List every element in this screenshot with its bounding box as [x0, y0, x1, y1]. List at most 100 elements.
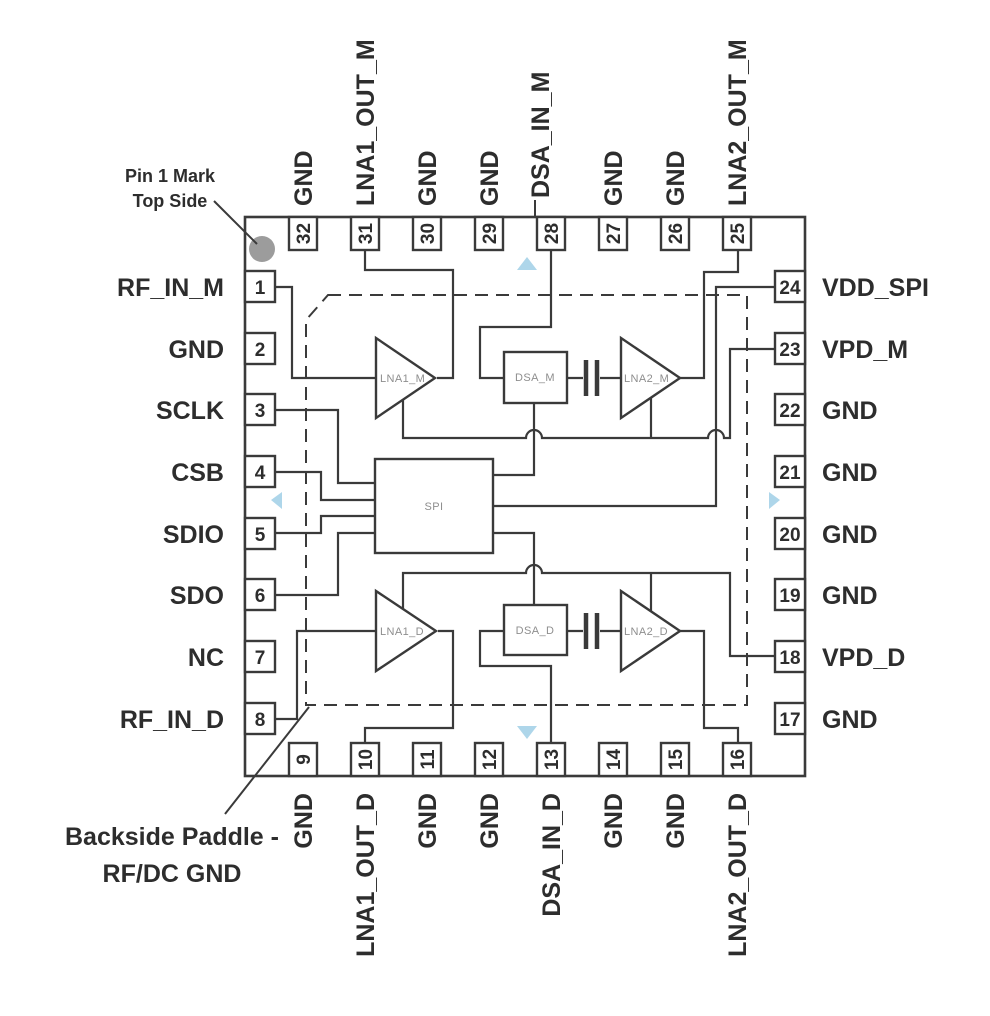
pin-32: 32 GND [287, 150, 319, 252]
pin-4-number: 4 [255, 463, 266, 484]
pin-17-box [773, 701, 807, 736]
wire-spi-to-dsad [493, 531, 536, 605]
pin-12: 12 GND [473, 741, 505, 849]
pin-1-number: 1 [255, 278, 266, 299]
pin-32-label: GND [290, 150, 318, 206]
pin-20-box [773, 516, 807, 551]
pin-29-label: GND [476, 150, 504, 206]
pin-28-label: DSA_IN_M [527, 72, 555, 198]
pin-31-label: LNA1_OUT_M [352, 39, 380, 206]
pin-15-label: GND [662, 793, 690, 849]
pin-8: 8 RF_IN_D [120, 701, 277, 736]
wire-pin8-to-lna1d [275, 629, 376, 721]
signal-arrow-right-icon [769, 492, 780, 509]
pin-27-number: 27 [604, 223, 625, 244]
pin-22-number: 22 [779, 401, 800, 422]
pin-9-box [287, 741, 319, 778]
pin-23-label: VPD_M [822, 336, 908, 364]
pin-19: 19 GND [773, 577, 878, 612]
pin-25: 25 LNA2_OUT_M [721, 39, 753, 252]
wire-pin16-to-lna2d-out [680, 629, 740, 743]
pin-21-label: GND [822, 459, 878, 487]
pin-25-label: LNA2_OUT_M [724, 39, 752, 206]
pin-24: 24 VDD_SPI [773, 269, 929, 304]
pin-21: 21 GND [773, 454, 878, 489]
pin-10: 10 LNA1_OUT_D [349, 741, 381, 957]
pin-26-label: GND [662, 150, 690, 206]
pin-18-box [773, 639, 807, 674]
pin-30: 30 GND [411, 150, 443, 252]
spi-block [373, 457, 495, 555]
lna1-m-amplifier [374, 335, 438, 421]
pin-16-box [721, 741, 753, 778]
pin-1-box [243, 269, 277, 304]
pin-25-box [721, 215, 753, 252]
pin-20: 20 GND [773, 516, 878, 551]
lna1-d-label: LNA1_D [380, 626, 424, 638]
pin1-mark-text-line2: Top Side [133, 191, 208, 211]
pin-15: 15 GND [659, 741, 691, 849]
pin-26-box [659, 215, 691, 252]
pin-23: 23 VPD_M [773, 331, 908, 366]
pin-10-label: LNA1_OUT_D [352, 793, 380, 957]
pin-30-number: 30 [418, 223, 439, 244]
pin-6-label: SDO [170, 582, 224, 610]
pin-19-number: 19 [779, 586, 800, 607]
pin-4-label: CSB [171, 459, 224, 487]
pin-21-number: 21 [779, 463, 801, 484]
pin-4-box [243, 454, 277, 489]
pin-29-number: 29 [480, 223, 501, 244]
wire-pin10-to-lna1d-out [363, 629, 455, 743]
pin-8-box [243, 701, 277, 736]
pin-28-box [535, 215, 567, 252]
pin-28-number: 28 [542, 223, 563, 244]
wire-pin6-to-spi [275, 531, 375, 597]
pin-5: 5 SDIO [163, 516, 277, 551]
pin-22-label: GND [822, 397, 878, 425]
backside-paddle-annotation: Backside Paddle - RF/DC GND [65, 706, 310, 888]
backside-paddle-text-line1: Backside Paddle - [65, 823, 279, 851]
package-outline [243, 215, 807, 778]
pin-8-label: RF_IN_D [120, 706, 224, 734]
pin-5-number: 5 [255, 525, 266, 546]
wire-pin28-to-dsam [478, 250, 553, 380]
pin-10-number: 10 [356, 749, 377, 770]
pin-29-box [473, 215, 505, 252]
signal-arrow-left-icon [271, 492, 282, 509]
capacitor-d [567, 613, 621, 649]
pin-22-box [773, 392, 807, 427]
pin-6-number: 6 [255, 586, 266, 607]
pin-2-number: 2 [255, 340, 266, 361]
pin-10-box [349, 741, 381, 778]
pin-27-box [597, 215, 629, 252]
pin-18-label: VPD_D [822, 644, 905, 672]
pin-31: 31 LNA1_OUT_M [349, 39, 381, 252]
pin-12-box [473, 741, 505, 778]
wire-vpdd-bus [401, 563, 775, 658]
pin1-mark-text-line1: Pin 1 Mark [125, 166, 216, 186]
pin-14-box [597, 741, 629, 778]
signal-arrow-down-icon [517, 726, 537, 739]
pin-24-label: VDD_SPI [822, 274, 929, 302]
pin-6-box [243, 577, 277, 612]
pin-2: 2 GND [168, 331, 277, 366]
pin-13-label: DSA_IN_D [538, 793, 566, 917]
backside-paddle-outline [305, 294, 748, 706]
pin-31-number: 31 [356, 223, 377, 245]
pin-26-number: 26 [666, 223, 687, 244]
pin-3-number: 3 [255, 401, 266, 422]
wire-pin31-to-lna1m-out [363, 250, 455, 380]
cap-d-plates [583, 613, 600, 649]
pin-9-number: 9 [294, 754, 315, 765]
pin-7: 7 NC [188, 639, 277, 674]
pin-15-number: 15 [666, 749, 687, 771]
wire-dsam-to-spi [493, 403, 536, 477]
pin-1-label: RF_IN_M [117, 274, 224, 302]
pin-17: 17 GND [773, 701, 878, 736]
pin-16-number: 16 [728, 749, 749, 770]
pin-20-number: 20 [779, 525, 800, 546]
pin-11-label: GND [414, 793, 442, 849]
dsa-d-label: DSA_D [516, 625, 555, 637]
pin-16-label: LNA2_OUT_D [724, 793, 752, 957]
